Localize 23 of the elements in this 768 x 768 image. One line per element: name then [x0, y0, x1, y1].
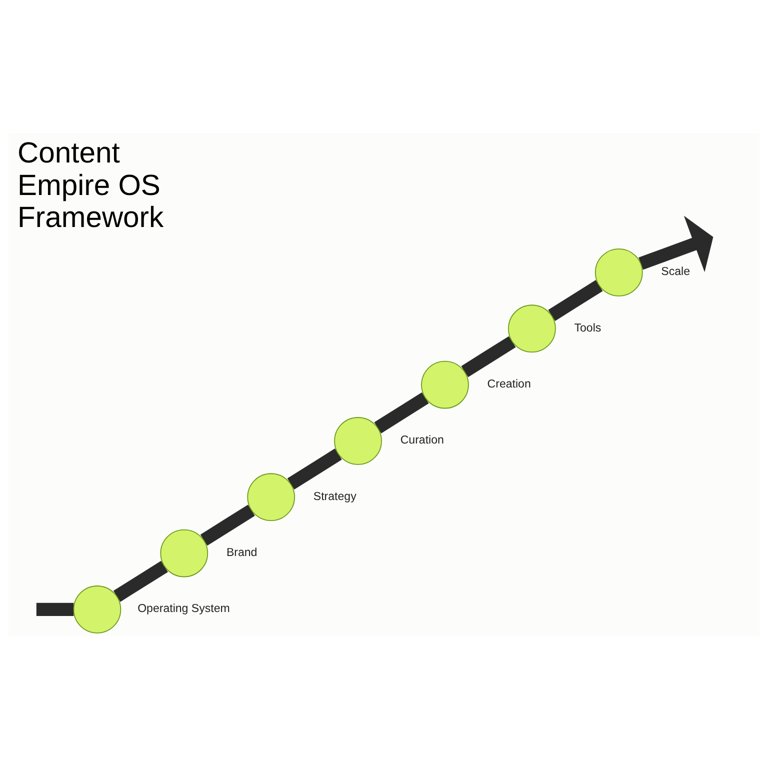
- arrow: [638, 215, 714, 272]
- connector: [36, 602, 74, 616]
- node-circle: [160, 528, 208, 577]
- node-circle: [334, 416, 382, 464]
- connector: [200, 504, 255, 546]
- diagram-title: Content Empire OS Framework: [18, 137, 164, 234]
- node-label: Operating System: [138, 602, 230, 615]
- node-circle: [594, 248, 643, 296]
- node-label: Creation: [487, 378, 531, 390]
- connector: [287, 448, 342, 489]
- connector: [374, 392, 429, 433]
- node-circle: [73, 585, 122, 633]
- node-label: Strategy: [313, 490, 356, 502]
- node-label: Scale: [661, 266, 690, 278]
- node-circle: [421, 360, 469, 408]
- node-circle: [508, 304, 556, 352]
- node-label: Brand: [226, 546, 258, 558]
- node-label: Tools: [574, 322, 602, 334]
- connector: [548, 280, 603, 320]
- connector: [461, 336, 516, 377]
- node-circle: [247, 472, 296, 521]
- connector: [113, 560, 168, 602]
- node-label: Curation: [400, 434, 444, 446]
